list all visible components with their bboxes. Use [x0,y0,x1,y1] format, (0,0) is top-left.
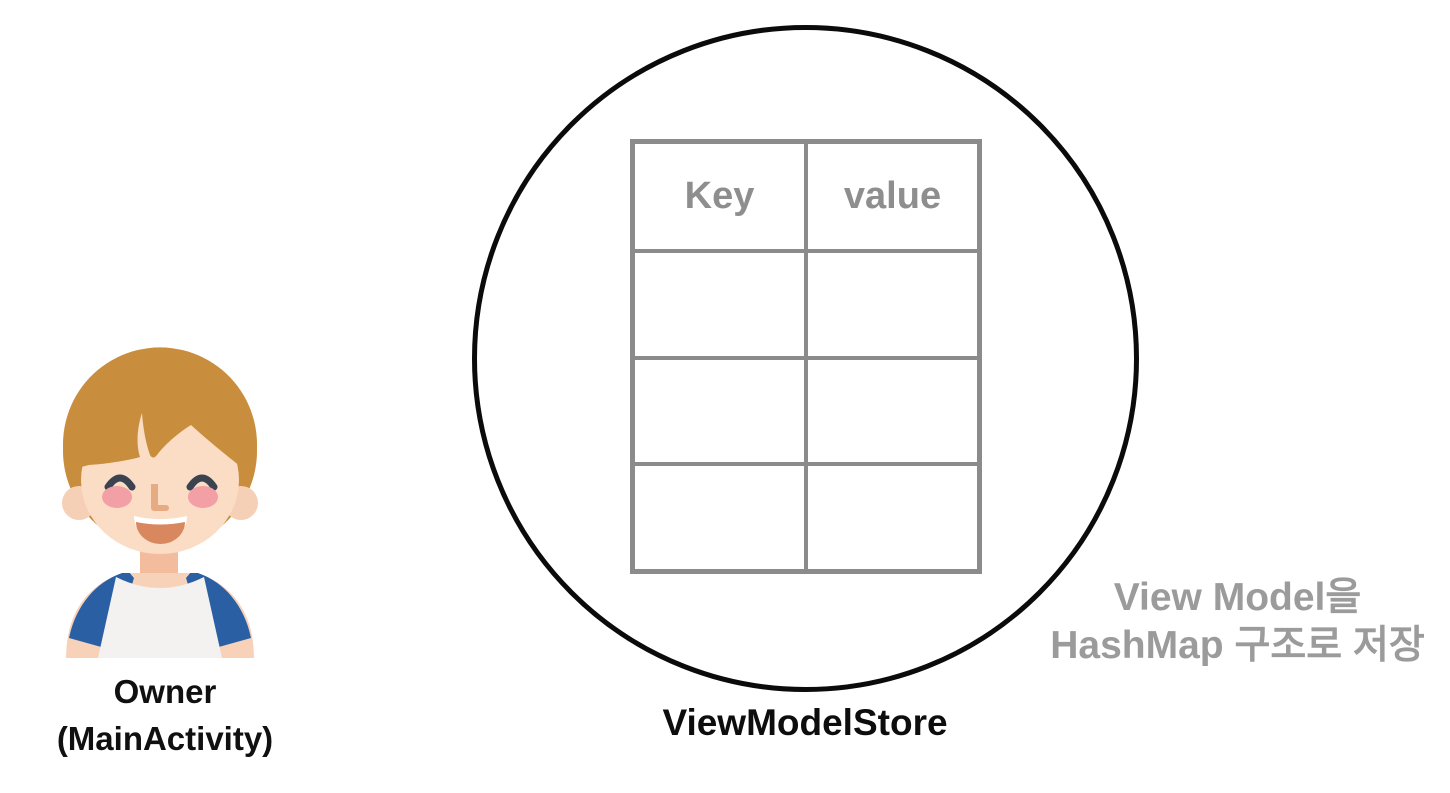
table-cell [635,253,804,356]
owner-label: Owner (MainActivity) [0,668,330,762]
annotation-line2: HashMap 구조로 저장 [1050,624,1425,667]
avatar-nose [151,484,169,511]
table-header-key: Key [635,144,804,249]
table-cell [635,359,804,463]
avatar-tongue [136,522,185,544]
viewmodelstore-label: ViewModelStore [662,702,948,743]
avatar-cheek-left [102,486,132,508]
avatar-cheek-right [188,486,218,508]
table-cell [808,253,977,356]
avatar-eye-left [104,474,136,491]
table-cell [808,359,977,463]
annotation-line1: View Model을 [1113,576,1362,619]
boy-avatar-icon [62,347,258,658]
avatar-hair-fringe [62,347,257,472]
owner-label-line2: (MainActivity) [56,720,274,757]
hashmap-annotation: View Model을 HashMap 구조로 저장 [1025,574,1450,670]
table-header-value: value [808,144,977,249]
avatar-shirt [98,577,222,658]
owner-label-line1: Owner [113,673,217,710]
hashmap-table: Key value [630,139,982,574]
table-cell [808,466,977,569]
avatar-eye-right [186,474,218,491]
table-cell [635,466,804,569]
